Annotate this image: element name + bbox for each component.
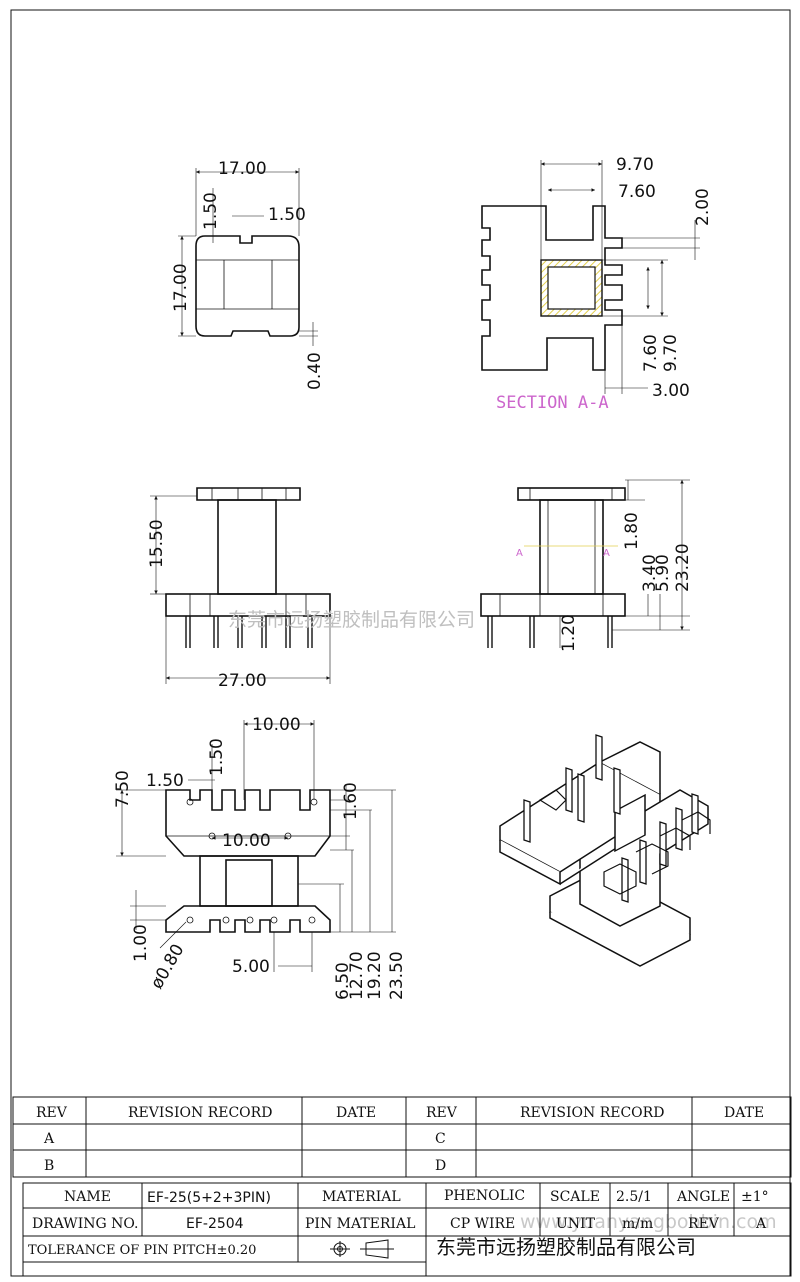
top-foot-step-dim: 0.40	[305, 352, 325, 390]
top-width-dim: 17.00	[218, 159, 267, 179]
bottom-d3: 19.20	[365, 951, 385, 1000]
rev-row-a: A	[43, 1131, 55, 1147]
pin-material-label: PIN MATERIAL	[305, 1216, 415, 1232]
front-view: 15.50 27.00 东莞市远扬塑胶制品有限公司	[147, 487, 475, 691]
scale-value: 2.5/1	[616, 1189, 652, 1205]
section-outer-dim: 9.70	[616, 155, 654, 175]
bottom-depth-dim: 7.50	[113, 770, 133, 808]
front-width-dim: 27.00	[218, 671, 267, 691]
section-core-outer-dim: 9.70	[661, 334, 681, 372]
bottom-d1: 6.50	[333, 962, 353, 1000]
section-wall-dim: 3.00	[652, 381, 690, 401]
side-dim-4: 23.20	[673, 543, 693, 592]
bottom-slot-width-dim: 1.50	[146, 771, 184, 791]
name-label: NAME	[64, 1189, 111, 1205]
side-dim-2: 3.40	[640, 554, 660, 592]
bottom-d4: 23.50	[387, 951, 407, 1000]
section-flange-dim: 2.00	[693, 188, 713, 226]
bottom-pin-pitch-dim: 5.00	[232, 957, 270, 977]
revision-record-header-2: REVISION RECORD	[520, 1105, 664, 1121]
date-header-1: DATE	[336, 1105, 376, 1121]
top-height-dim: 17.00	[171, 263, 191, 312]
sheet-border	[10, 9, 791, 1277]
top-notch-depth-dim: 1.50	[201, 192, 221, 230]
bottom-pin-dia-dim: ø0.80	[147, 941, 188, 993]
isometric-view	[499, 734, 711, 967]
bottom-pin-spacing-dim: 10.00	[222, 831, 271, 851]
bottom-d2: 12.70	[347, 951, 367, 1000]
drawing-no-value: EF-2504	[186, 1216, 244, 1232]
revision-record-header-1: REVISION RECORD	[128, 1105, 272, 1121]
company-name: 东莞市远扬塑胶制品有限公司	[436, 1235, 696, 1259]
revision-table: REV REVISION RECORD DATE REV REVISION RE…	[12, 1096, 792, 1178]
top-view: 17.00 1.50 1.50 17.00 0.40	[171, 159, 325, 390]
rev-value: A	[755, 1216, 767, 1232]
angle-label: ANGLE	[676, 1189, 730, 1205]
side-view: A A 1.80 3.40 5.90 23.20 1.20	[480, 479, 693, 652]
side-dim-5: 1.20	[559, 614, 579, 652]
unit-value: m/m	[622, 1216, 653, 1232]
section-marker-right: A	[603, 548, 610, 559]
rev-row-d: D	[435, 1158, 446, 1174]
section-core-inner-dim: 7.60	[641, 334, 661, 372]
side-dim-1: 1.80	[622, 512, 642, 550]
rev-header-2: REV	[426, 1105, 458, 1121]
watermark-cn: 东莞市远扬塑胶制品有限公司	[228, 609, 475, 631]
front-height-dim: 15.50	[147, 519, 167, 568]
bottom-pin-span-dim: 10.00	[252, 715, 301, 735]
pin-material-value: CP WIRE	[450, 1216, 515, 1232]
rev-row-c: C	[435, 1131, 446, 1147]
title-block: NAME EF-25(5+2+3PIN) MATERIAL PHENOLIC S…	[22, 1182, 792, 1277]
website-watermark: www.yuanyangbobbin.com	[520, 1211, 777, 1233]
unit-label: UNIT	[556, 1216, 596, 1232]
section-label: SECTION A-A	[496, 393, 609, 413]
name-value: EF-25(5+2+3PIN)	[147, 1190, 271, 1206]
material-value: PHENOLIC	[444, 1188, 525, 1204]
bottom-slot-width-dim-2: 1.50	[207, 738, 227, 776]
bottom-inner-dim: 1.60	[341, 782, 361, 820]
rev-row-b: B	[44, 1158, 54, 1174]
rev-label: REV	[688, 1216, 720, 1232]
bottom-flange-dim: 1.00	[131, 924, 151, 962]
section-view: 9.70 7.60 2.00 7.60 9.70 3.00 SECTION A-…	[481, 155, 713, 413]
bottom-view: 10.00 1.50 1.50 7.50 10.00 1.60 5.00 1.0…	[113, 715, 407, 1000]
section-inner-dim: 7.60	[618, 182, 656, 202]
projection-symbol	[330, 1239, 394, 1259]
material-label: MATERIAL	[322, 1189, 401, 1205]
side-dim-3: 5.90	[653, 554, 673, 592]
top-notch-width-dim: 1.50	[268, 205, 306, 225]
angle-value: ±1°	[741, 1189, 769, 1205]
drawing-no-label: DRAWING NO.	[32, 1216, 138, 1232]
tolerance-note: TOLERANCE OF PIN PITCH±0.20	[28, 1243, 256, 1258]
scale-label: SCALE	[550, 1189, 600, 1205]
rev-header-1: REV	[36, 1105, 68, 1121]
section-marker-left: A	[516, 548, 523, 559]
date-header-2: DATE	[724, 1105, 764, 1121]
